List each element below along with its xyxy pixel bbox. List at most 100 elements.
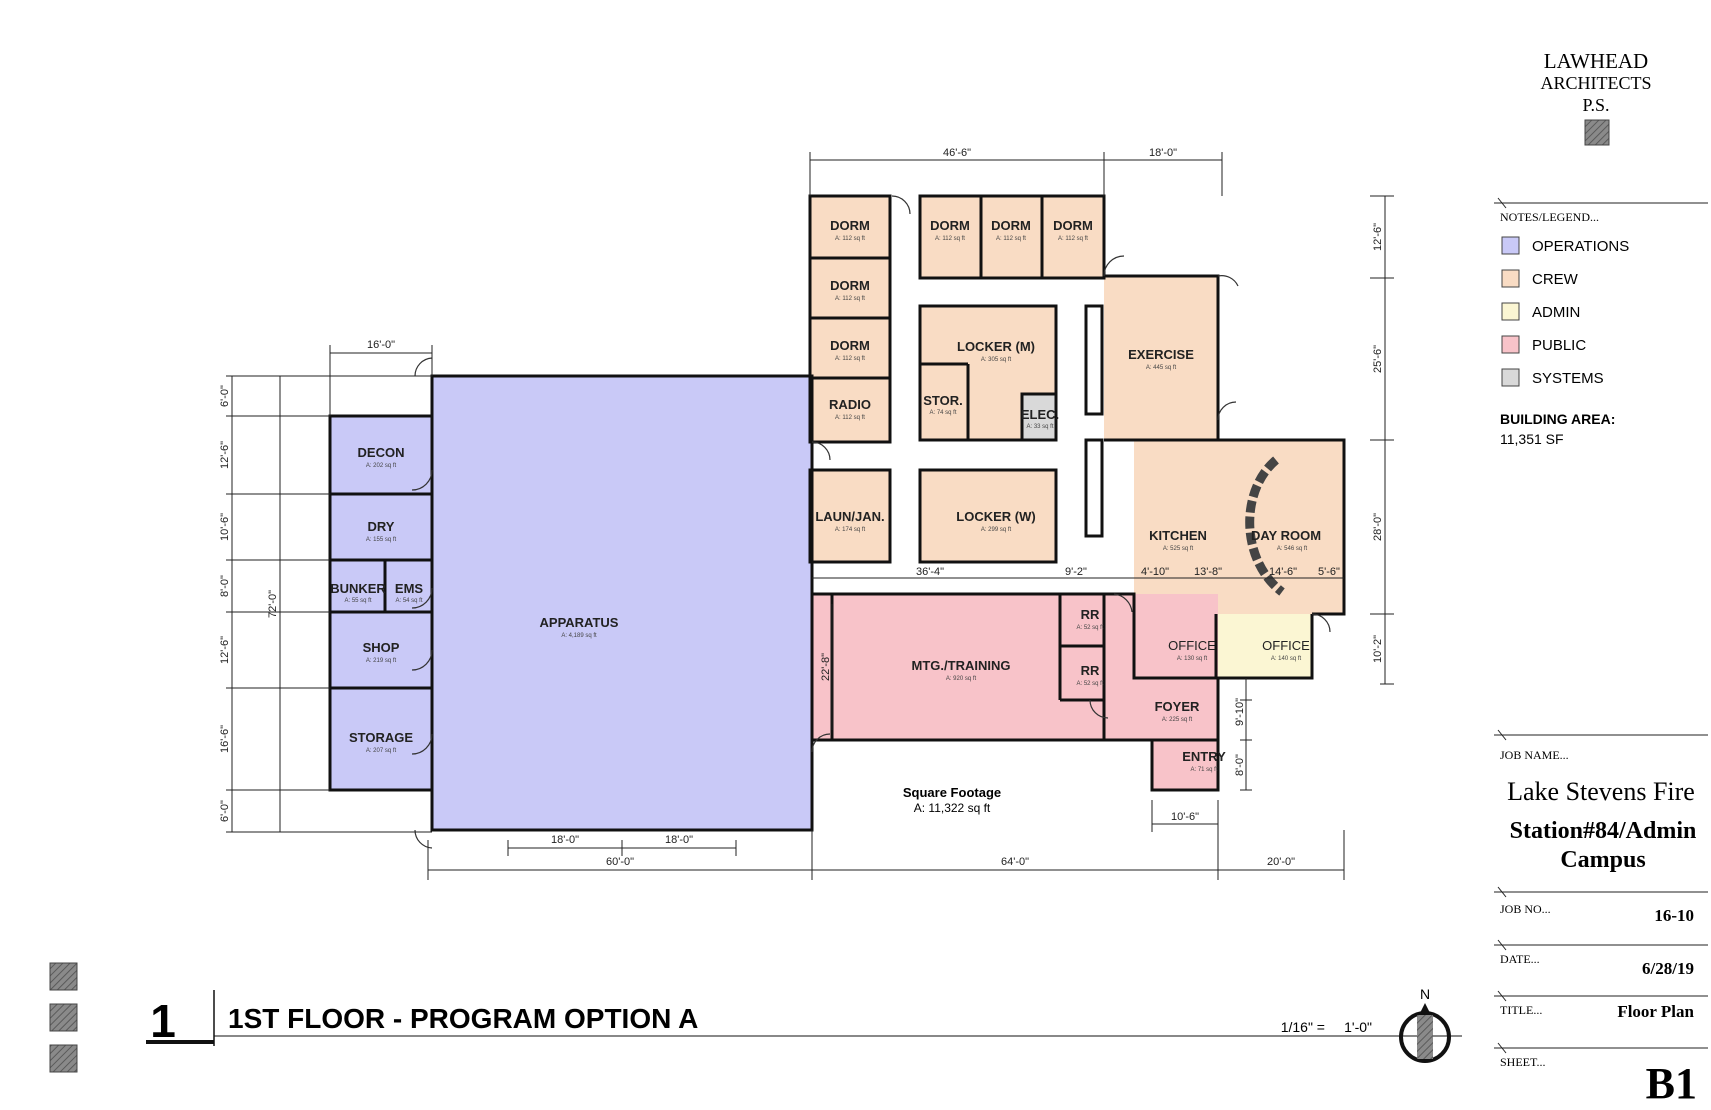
room-shop: SHOP [363,640,400,655]
zone-fill-locker-w [920,470,1056,562]
room-restroom-1: RR [1081,607,1100,622]
area-radio: A: 112 sq ft [835,415,865,421]
dim-6-0-a: 6'-0" [219,385,231,407]
drawing-number: 1 [150,995,176,1047]
room-laundry: LAUN/JAN. [815,509,884,524]
dim-8-0-a: 8'-0" [219,575,231,597]
area-dry: A: 155 sq ft [366,537,397,543]
job-no-value: 16-10 [1654,906,1694,925]
dim-10-2: 10'-2" [1372,635,1384,663]
dim-64-0: 64'-0" [1001,856,1029,868]
title-value: Floor Plan [1617,1002,1694,1021]
firm-name-line2: ARCHITECTS [1540,73,1651,93]
title-block: JOB NAME... Lake Stevens Fire Station#84… [1494,729,1708,1108]
room-training: MTG./TRAINING [912,658,1011,673]
area-exercise: A: 445 sq ft [1146,365,1177,371]
room-apparatus: APPARATUS [540,615,619,630]
zone-fill-dorm-north [920,196,1104,278]
job-name-label: JOB NAME... [1500,748,1569,762]
building-area-value: 11,351 SF [1500,431,1564,447]
day-room-seating [1245,456,1285,596]
area-storage: A: 207 sq ft [366,748,397,754]
legend-swatch-admin [1501,302,1520,321]
dim-12-6-right: 12'-6" [1372,223,1384,251]
drawing-title: 1 1ST FLOOR - PROGRAM OPTION A 1/16" = 1… [49,962,1462,1073]
area-locker-m: A: 305 sq ft [981,357,1012,363]
dim-9-2: 9'-2" [1065,566,1087,578]
area-office-2: A: 140 sq ft [1271,656,1302,662]
dim-12-6-a: 12'-6" [219,441,231,469]
legend: NOTES/LEGEND... OPERATIONS CREW ADMIN PU… [1494,197,1708,447]
north-arrow-icon [1399,1003,1451,1063]
dim-10-6-b: 10'-6" [1171,811,1199,823]
area-training: A: 920 sq ft [946,676,977,682]
room-dorm-w1: DORM [830,218,870,233]
legend-swatch-operations [1501,236,1520,255]
dim-13-8: 13'-8" [1194,566,1222,578]
firm-hatch-mark [1584,119,1610,146]
area-elec: A: 33 sq ft [1026,424,1053,430]
room-dry: DRY [368,519,395,534]
area-shop: A: 219 sq ft [366,658,397,664]
area-locker-w: A: 299 sq ft [981,527,1012,533]
sheet-hatch-mark-2 [49,1003,78,1032]
room-entry: ENTRY [1182,749,1226,764]
area-decon: A: 202 sq ft [366,463,397,469]
area-dorm-n1: A: 112 sq ft [935,236,965,242]
dim-4-10: 4'-10" [1141,566,1169,578]
sheet-hatch-mark-3 [49,1044,78,1073]
dim-6-0-b: 6'-0" [219,800,231,822]
room-storage: STORAGE [349,730,413,745]
dim-46-6: 46'-6" [943,147,971,159]
room-fills [330,196,1344,830]
square-footage-label: Square Footage [903,785,1001,800]
area-foyer: A: 225 sq ft [1162,717,1193,723]
legend-title: NOTES/LEGEND... [1500,210,1599,224]
area-laundry: A: 174 sq ft [835,527,866,533]
room-restroom-2: RR [1081,663,1100,678]
zone-fill-foyer [1104,594,1218,740]
date-value: 6/28/19 [1642,959,1694,978]
area-storage-small: A: 74 sq ft [929,410,956,416]
area-office-1: A: 130 sq ft [1177,656,1208,662]
area-dorm-n2: A: 112 sq ft [996,236,1026,242]
dim-18-0-b1: 18'-0" [551,834,579,846]
room-office-1: OFFICE [1168,638,1216,653]
north-label: N [1420,986,1430,1002]
job-name-line2: Station#84/Admin [1510,818,1697,844]
room-day-room: DAY ROOM [1251,528,1321,543]
room-office-2: OFFICE [1262,638,1310,653]
room-dorm-n3: DORM [1053,218,1093,233]
area-restroom-2: A: 52 sq ft [1076,681,1103,687]
dim-14-6: 14'-6" [1269,566,1297,578]
job-no-label: JOB NO... [1500,902,1551,916]
legend-label-public: PUBLIC [1532,337,1586,354]
job-name-line3: Campus [1560,847,1645,873]
dim-25-6: 25'-6" [1372,345,1384,373]
legend-swatch-systems [1501,368,1520,387]
dim-36-4: 36'-4" [916,566,944,578]
area-dorm-w2: A: 112 sq ft [835,296,865,302]
room-locker-w: LOCKER (W) [956,509,1035,524]
zone-fill-entry [1152,740,1218,790]
dim-22-8: 22'-8" [820,653,832,681]
dim-16-0: 16'-0" [367,339,395,351]
area-entry: A: 71 sq ft [1190,767,1217,773]
dim-18-0-b2: 18'-0" [665,834,693,846]
sheet-hatch-mark-1 [49,962,78,991]
sheet-value: B1 [1646,1059,1697,1105]
square-footage-value: A: 11,322 sq ft [914,801,991,815]
dim-72-0: 72'-0" [267,590,279,618]
room-dorm-n2: DORM [991,218,1031,233]
room-dorm-w3: DORM [830,338,870,353]
area-apparatus: A: 4,189 sq ft [561,633,597,639]
zone-fill-laundry [810,470,890,562]
area-dorm-w1: A: 112 sq ft [835,236,865,242]
scale-label: 1/16" = [1281,1019,1325,1035]
area-ems: A: 54 sq ft [395,598,422,604]
drawing-title-text: 1ST FLOOR - PROGRAM OPTION A [228,1003,698,1034]
dim-60-0: 60'-0" [606,856,634,868]
room-labels: DORM DORM DORM RADIO DORM DORM DORM LOCK… [330,218,1321,764]
zone-fill-apparatus [432,376,812,830]
